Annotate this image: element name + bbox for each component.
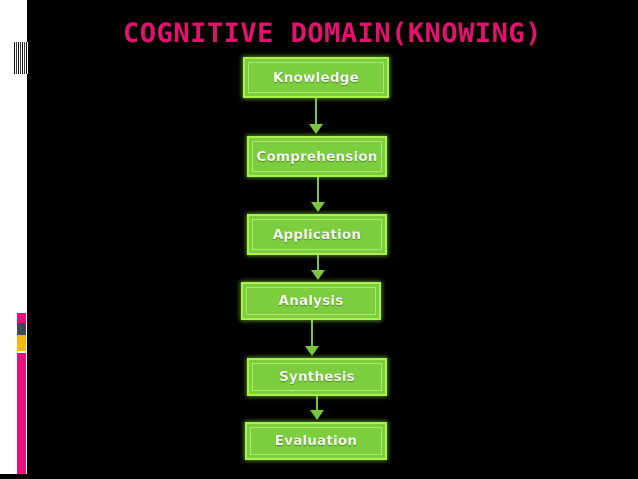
amber-block-decoration: [17, 335, 26, 351]
pink-small-block-decoration: [17, 313, 26, 323]
arrow-head-down-icon: [311, 270, 325, 280]
arrow-shaft: [311, 320, 313, 348]
flow-node-label: Comprehension: [256, 148, 378, 165]
flow-node-evaluation[interactable]: Evaluation: [245, 422, 387, 460]
flow-node-comprehension[interactable]: Comprehension: [247, 136, 387, 177]
flow-node-label: Application: [272, 226, 362, 243]
slide-title: COGNITIVE DOMAIN(KNOWING): [123, 18, 542, 49]
arrow-head-down-icon: [309, 124, 323, 134]
arrow-head-down-icon: [310, 410, 324, 420]
pink-bar-decoration: [17, 353, 26, 474]
flow-node-analysis[interactable]: Analysis: [241, 282, 381, 320]
flow-node-label: Synthesis: [279, 369, 355, 385]
arrow-shaft: [315, 98, 317, 126]
flow-node-label: Knowledge: [273, 69, 359, 86]
flow-node-knowledge[interactable]: Knowledge: [243, 57, 389, 98]
arrow-shaft: [316, 396, 318, 412]
arrow-head-down-icon: [311, 202, 325, 212]
flow-node-label: Evaluation: [274, 433, 358, 449]
barcode-stripes-decoration: [14, 42, 28, 74]
slate-block-decoration: [17, 323, 26, 335]
arrow-shaft: [317, 255, 319, 272]
arrow-head-down-icon: [305, 346, 319, 356]
flow-node-synthesis[interactable]: Synthesis: [247, 358, 387, 396]
slide-bottom-strip: [0, 474, 638, 479]
arrow-shaft: [317, 177, 319, 204]
flow-node-label: Analysis: [278, 293, 344, 309]
flow-node-application[interactable]: Application: [247, 214, 387, 255]
